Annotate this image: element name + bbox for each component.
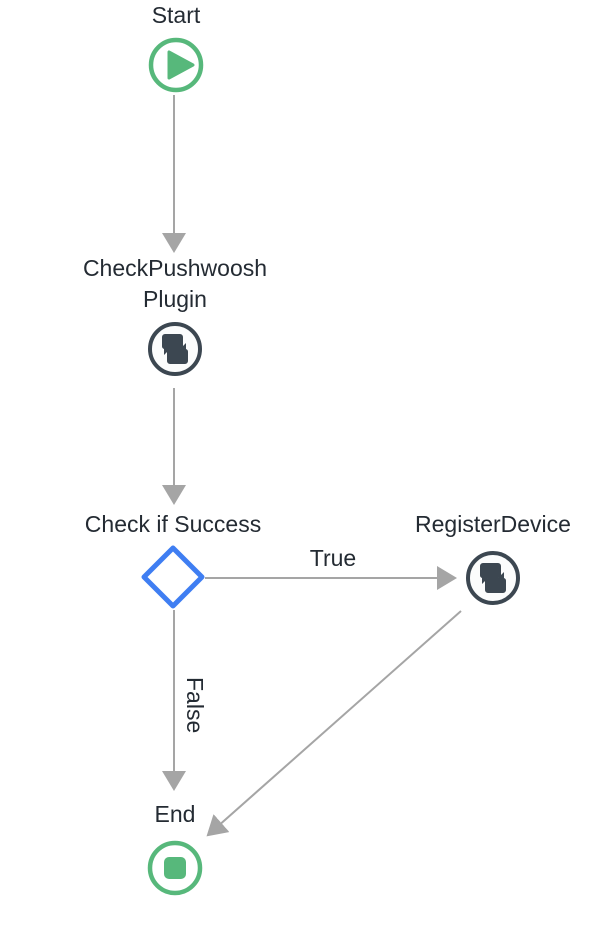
- node-start[interactable]: Start: [56, 0, 296, 93]
- chat-bubbles-icon[interactable]: [465, 550, 521, 606]
- edge-label-false: False: [182, 676, 208, 734]
- node-end[interactable]: End: [55, 799, 295, 896]
- edge-label-true: True: [309, 545, 357, 571]
- node-end-label: End: [154, 801, 196, 827]
- node-checkpushwoosh-label-line2: Plugin: [143, 286, 207, 312]
- node-check-if-success[interactable]: Check if Success: [53, 509, 293, 609]
- stop-circle-icon[interactable]: [147, 840, 203, 896]
- node-check-if-success-label: Check if Success: [84, 511, 262, 537]
- node-checkpushwoosh-plugin[interactable]: CheckPushwoosh Plugin: [55, 253, 295, 377]
- chat-bubbles-icon[interactable]: [147, 321, 203, 377]
- node-registerdevice[interactable]: RegisterDevice: [373, 509, 604, 606]
- decision-diamond-icon[interactable]: [141, 545, 205, 609]
- node-registerdevice-label: RegisterDevice: [415, 511, 571, 537]
- play-circle-icon[interactable]: [148, 37, 204, 93]
- node-checkpushwoosh-label: CheckPushwoosh Plugin: [83, 253, 267, 315]
- node-start-label: Start: [151, 2, 201, 28]
- node-checkpushwoosh-label-line1: CheckPushwoosh: [82, 255, 268, 281]
